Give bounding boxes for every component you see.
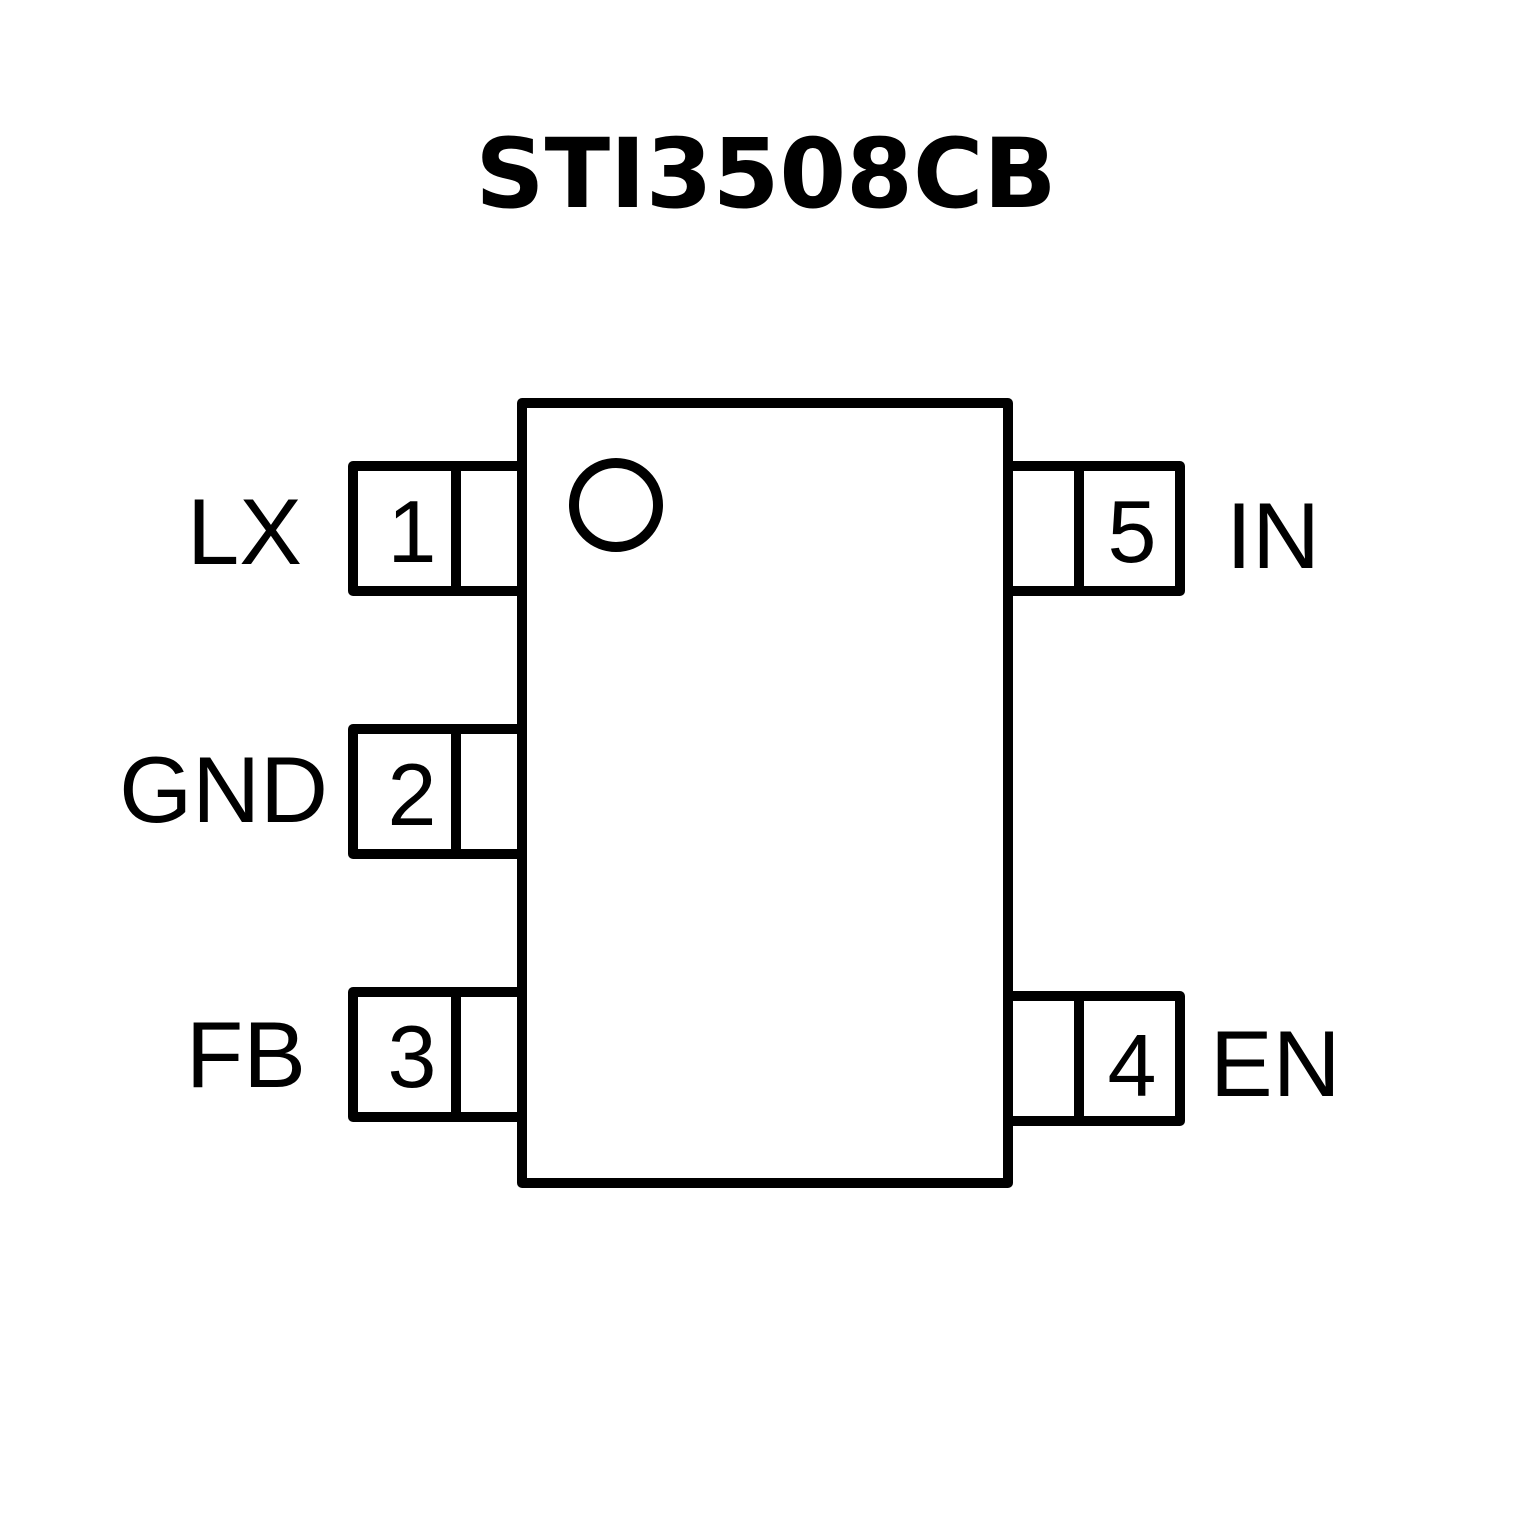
pin-4-number: 4 [1108,1016,1157,1115]
part-number-title: STI3508CB [475,118,1056,230]
pin1-indicator-dot [569,458,663,552]
pin-3-label: FB [186,1002,306,1107]
pin-3 [348,987,527,1122]
pin-2 [348,724,527,859]
pin-5-number: 5 [1108,482,1157,581]
pin-5-label: IN [1226,483,1320,588]
ic-body [517,398,1013,1188]
pin-4 [1003,991,1185,1126]
pin-2-label: GND [119,737,328,842]
pin-4-label: EN [1210,1011,1341,1116]
pin-3-number: 3 [388,1007,437,1106]
pin-5 [1003,461,1185,596]
pin-1 [348,461,527,596]
pin-2-number: 2 [388,745,437,844]
pin-1-label: LX [187,479,302,584]
pin-1-number: 1 [388,482,437,581]
